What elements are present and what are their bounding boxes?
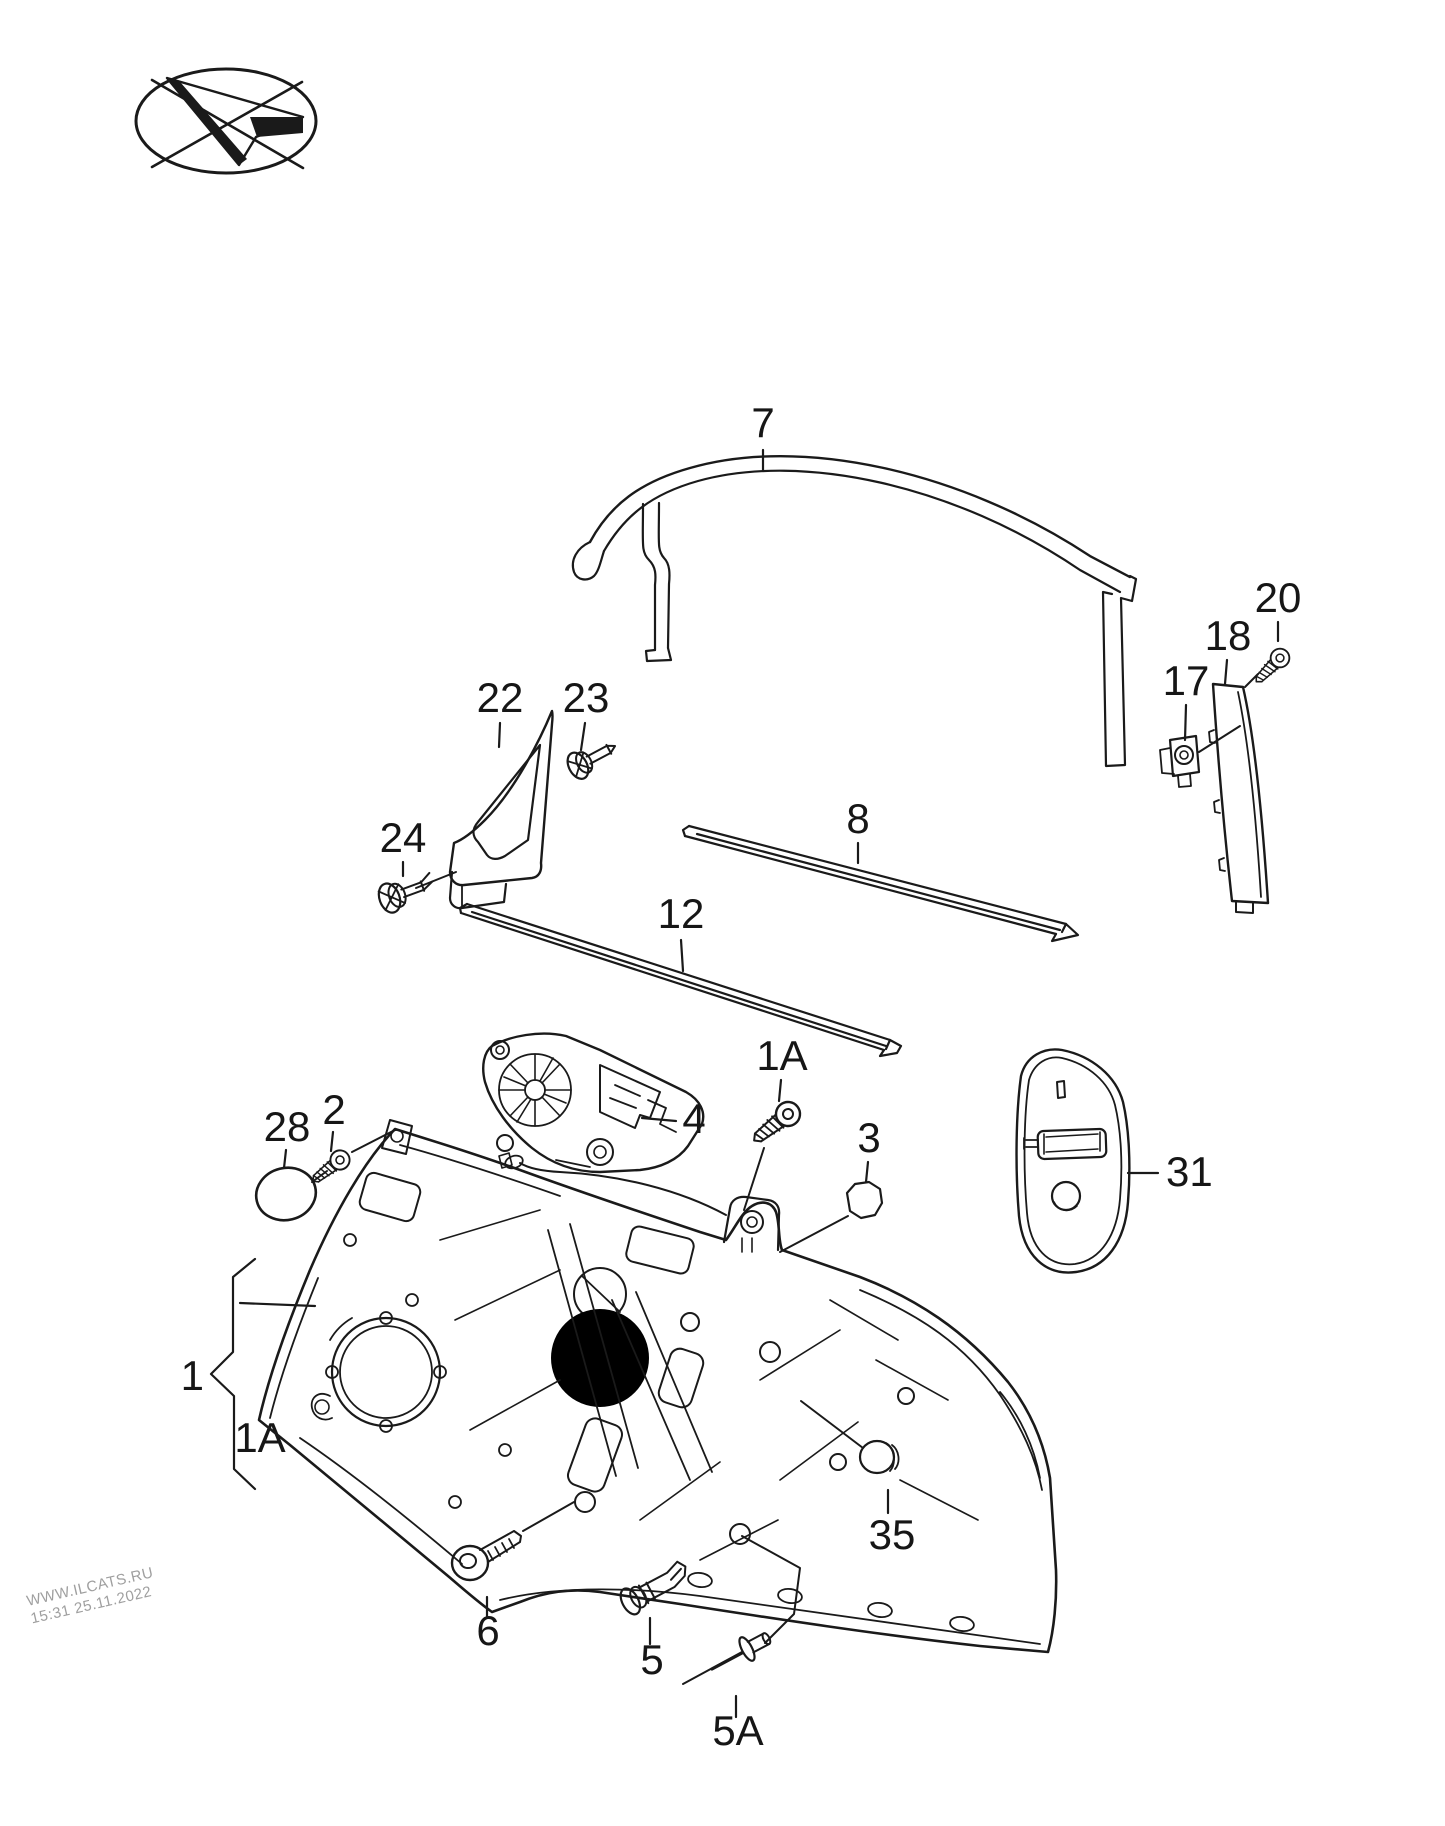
leader-line-12 <box>679 938 685 973</box>
part-12-window-seal-strip: 12 <box>458 890 903 1058</box>
leader-line-2 <box>329 1130 335 1153</box>
leader-line-3 <box>864 1160 870 1184</box>
part-5-rivet: 5 <box>619 1560 687 1683</box>
blackout-dot <box>551 1309 649 1407</box>
part-label-31: 31 <box>1166 1148 1213 1195</box>
part-label-12: 12 <box>658 890 705 937</box>
leader-line-18 <box>1223 658 1229 686</box>
part-label-23: 23 <box>563 674 610 721</box>
leader-line-1a <box>777 1078 783 1103</box>
leader-line-3b <box>779 1215 849 1253</box>
part-1a-screw: 1A <box>743 1032 808 1211</box>
part-label-8: 8 <box>846 795 869 842</box>
part-8-window-seal-strip: 8 <box>681 795 1080 943</box>
leader-line-28 <box>282 1148 288 1170</box>
part-1-brace: 1 1A <box>181 1257 317 1491</box>
part-4-window-motor: 4 <box>482 1032 706 1174</box>
brand-logo-icon <box>134 67 318 175</box>
part-label-24: 24 <box>380 814 427 861</box>
leader-line-23 <box>579 721 587 752</box>
part-6-screw: 6 <box>450 1501 575 1654</box>
leader-line-1 <box>238 1301 317 1308</box>
part-24-clip: 24 <box>377 814 457 914</box>
part-label-1a-top: 1A <box>756 1032 807 1079</box>
leader-line-1a-b <box>743 1147 765 1211</box>
leader-line-35b <box>800 1400 864 1449</box>
part-2-screw: 2 <box>306 1086 394 1190</box>
part-label-28: 28 <box>264 1103 311 1150</box>
part-18-pillar-trim: 18 <box>1205 612 1270 914</box>
part-label-17: 17 <box>1163 657 1210 704</box>
leader-line-17b <box>1198 725 1241 753</box>
part-7-window-guide: 7 <box>571 399 1138 768</box>
part-label-7: 7 <box>751 399 774 446</box>
part-label-5: 5 <box>640 1636 663 1683</box>
part-35-cap: 35 <box>800 1400 916 1558</box>
part-label-18: 18 <box>1205 612 1252 659</box>
part-label-1: 1 <box>181 1352 204 1399</box>
part-3-plug: 3 <box>779 1114 884 1253</box>
part-label-2: 2 <box>322 1086 345 1133</box>
part-20-screw: 20 <box>1244 574 1302 690</box>
part-1-regulator-carrier-panel <box>257 1119 1058 1654</box>
leader-line-17 <box>1183 703 1188 742</box>
part-31-gasket: 31 <box>1015 1048 1213 1274</box>
leader-line-22 <box>497 721 502 749</box>
leader-line-6b <box>522 1501 575 1532</box>
part-label-3: 3 <box>857 1114 880 1161</box>
part-label-20: 20 <box>1255 574 1302 621</box>
leader-line-5ab <box>741 1535 801 1644</box>
part-5a-pin: 5A <box>682 1535 801 1754</box>
leader-line-20b <box>1244 673 1259 688</box>
part-17-clip: 17 <box>1159 657 1241 788</box>
watermark: WWW.ILCATS.RU 15:31 25.11.2022 <box>25 1564 155 1627</box>
part-28-cover-cap: 28 <box>254 1103 328 1222</box>
part-23-clip: 23 <box>563 674 617 780</box>
part-label-5a: 5A <box>712 1707 763 1754</box>
part-label-35: 35 <box>869 1511 916 1558</box>
brace-1 <box>209 1257 257 1491</box>
part-label-6: 6 <box>476 1607 499 1654</box>
part-22-mirror-triangle-trim: 22 <box>448 674 554 910</box>
part-label-22: 22 <box>477 674 524 721</box>
leader-line-28b <box>311 1170 328 1183</box>
leader-line-4 <box>640 1116 678 1123</box>
